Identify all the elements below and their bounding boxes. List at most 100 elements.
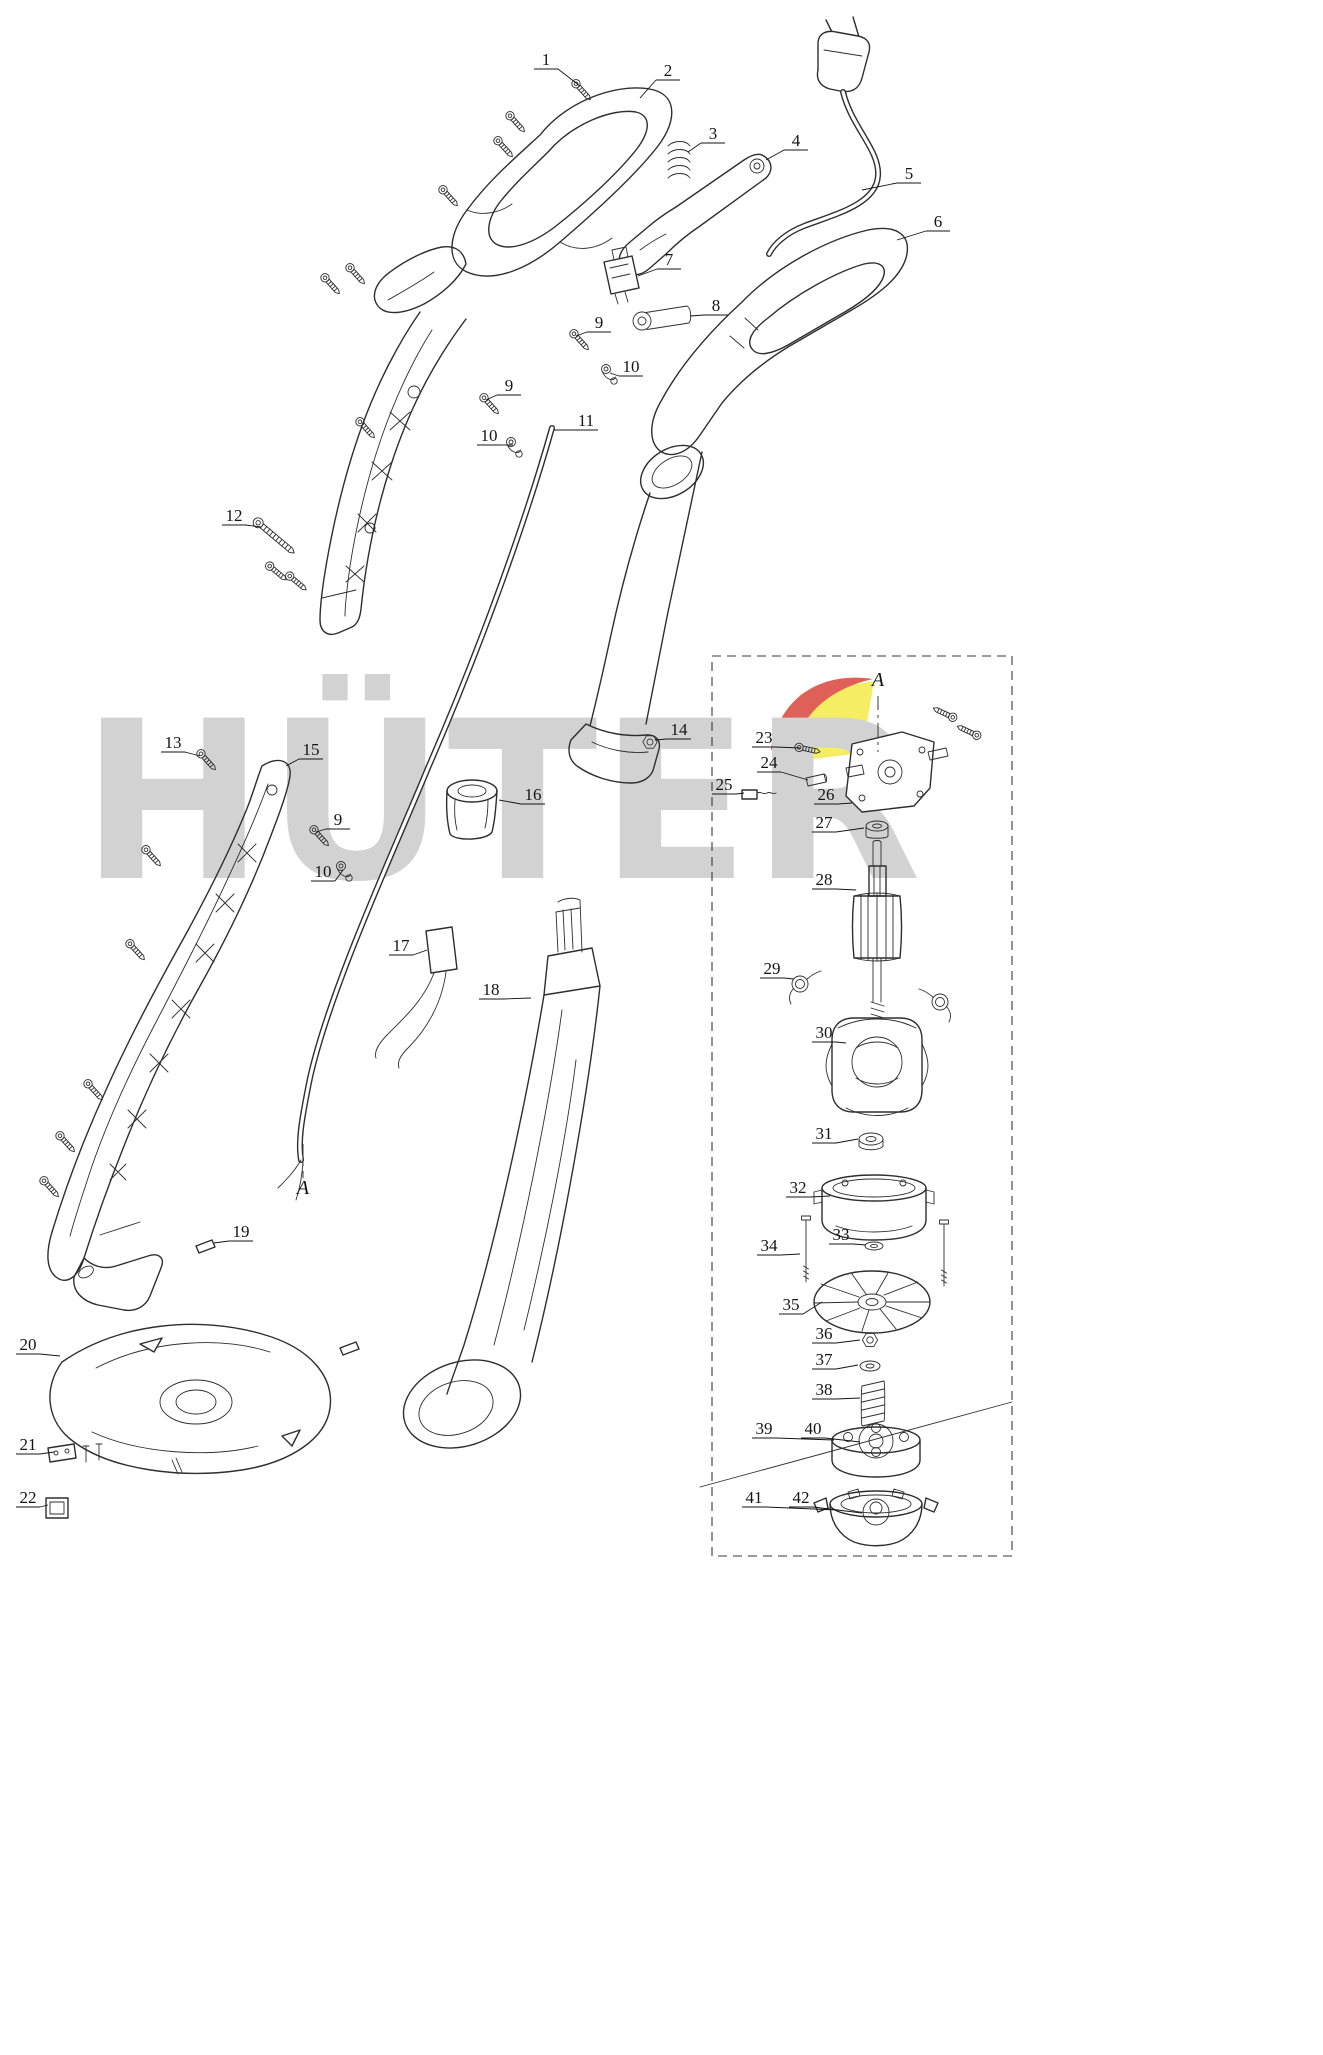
- svg-text:21: 21: [20, 1435, 37, 1454]
- svg-text:9: 9: [505, 376, 514, 395]
- screw: [931, 703, 959, 724]
- svg-text:32: 32: [790, 1178, 807, 1197]
- clamp: [506, 437, 523, 458]
- svg-text:9: 9: [334, 810, 343, 829]
- callout-21: 21: [16, 1435, 55, 1455]
- svg-text:27: 27: [816, 813, 834, 832]
- callout-25: 25: [712, 775, 745, 795]
- svg-text:42: 42: [793, 1488, 810, 1507]
- callout-32: 32: [786, 1178, 831, 1198]
- svg-text:26: 26: [818, 785, 835, 804]
- trimmer-line: [699, 1401, 1013, 1488]
- upper-shaft-half: [319, 311, 467, 636]
- callout-3: 3: [687, 124, 725, 153]
- svg-text:23: 23: [756, 728, 773, 747]
- capacitor-part17: [375, 926, 458, 1069]
- svg-text:11: 11: [578, 411, 594, 430]
- svg-text:A: A: [870, 669, 885, 691]
- callout-41: 41: [742, 1488, 839, 1511]
- section-marker-1: A: [295, 1144, 310, 1199]
- callout-20: 20: [16, 1335, 61, 1357]
- screw: [123, 937, 148, 964]
- callout-22: 22: [16, 1488, 49, 1508]
- callout-33: 33: [829, 1225, 867, 1246]
- callout-14: 14: [654, 720, 691, 741]
- callout-40: 40: [801, 1419, 861, 1443]
- callout-4: 4: [765, 131, 808, 161]
- svg-text:37: 37: [816, 1350, 834, 1369]
- callout-10: 10: [609, 357, 643, 377]
- callout-38: 38: [812, 1380, 861, 1400]
- callout-27: 27: [812, 813, 865, 833]
- svg-text:38: 38: [816, 1380, 833, 1399]
- callout-10: 10: [311, 862, 344, 882]
- svg-text:40: 40: [805, 1419, 822, 1438]
- callout-11: 11: [554, 411, 598, 431]
- left-housing-part15: [47, 759, 291, 1312]
- svg-text:35: 35: [783, 1295, 800, 1314]
- svg-text:8: 8: [712, 296, 721, 315]
- callout-2: 2: [639, 61, 680, 99]
- svg-text:10: 10: [623, 357, 640, 376]
- nut-part36: [861, 1333, 879, 1347]
- section-marker-0: A: [870, 669, 885, 752]
- callout-31: 31: [812, 1124, 859, 1144]
- svg-text:16: 16: [525, 785, 542, 804]
- bearing-part31: [858, 1132, 884, 1151]
- plate-part22: [45, 1497, 69, 1519]
- svg-text:22: 22: [20, 1488, 37, 1507]
- strip-part19: [195, 1239, 360, 1356]
- section-boundary: [711, 655, 1013, 1557]
- trigger-lever-part4: [618, 153, 772, 276]
- screw: [37, 1174, 62, 1201]
- svg-text:30: 30: [816, 1023, 833, 1042]
- svg-text:6: 6: [934, 212, 943, 231]
- svg-text:36: 36: [816, 1324, 833, 1343]
- spring-part3: [667, 141, 691, 179]
- callout-10: 10: [477, 426, 513, 446]
- svg-text:12: 12: [226, 506, 243, 525]
- callout-1: 1: [534, 50, 581, 87]
- callout-23: 23: [752, 728, 801, 749]
- lower-shaft-part18: [402, 897, 601, 1449]
- lead-springs-part29: [789, 970, 951, 1023]
- screw: [503, 109, 528, 136]
- svg-text:10: 10: [481, 426, 498, 445]
- svg-text:19: 19: [233, 1222, 250, 1241]
- callout-18: 18: [479, 980, 532, 1000]
- svg-text:18: 18: [483, 980, 500, 999]
- front-handle-assembly: [373, 87, 673, 314]
- callout-19: 19: [213, 1222, 253, 1244]
- svg-text:1: 1: [542, 50, 551, 69]
- callout-9: 9: [485, 376, 521, 401]
- bearing-part27: [865, 820, 889, 839]
- bolt-part12: [250, 515, 310, 594]
- washer-part37: [859, 1360, 881, 1372]
- washer-part33: [864, 1241, 884, 1251]
- callout-39: 39: [752, 1419, 835, 1441]
- screw: [81, 1077, 106, 1104]
- stator-part30: [825, 1017, 929, 1116]
- svg-text:25: 25: [716, 775, 733, 794]
- svg-text:34: 34: [761, 1236, 779, 1255]
- fan-part35: [813, 1270, 931, 1334]
- callout-16: 16: [498, 785, 545, 805]
- callout-34: 34: [757, 1236, 801, 1256]
- screw: [436, 183, 461, 210]
- svg-text:5: 5: [905, 164, 914, 183]
- watermark-text: HÜTER: [81, 674, 924, 930]
- callout-13: 13: [161, 733, 201, 757]
- callout-9: 9: [315, 810, 350, 833]
- screw: [491, 134, 516, 161]
- machine-screw: [801, 1215, 811, 1283]
- screw: [53, 1129, 78, 1156]
- callout-9: 9: [575, 313, 611, 337]
- callout-15: 15: [285, 740, 323, 767]
- callout-24: 24: [757, 753, 809, 781]
- motor-bracket-part26: [845, 731, 935, 813]
- svg-text:9: 9: [595, 313, 604, 332]
- svg-text:7: 7: [665, 250, 674, 269]
- screw: [567, 327, 592, 354]
